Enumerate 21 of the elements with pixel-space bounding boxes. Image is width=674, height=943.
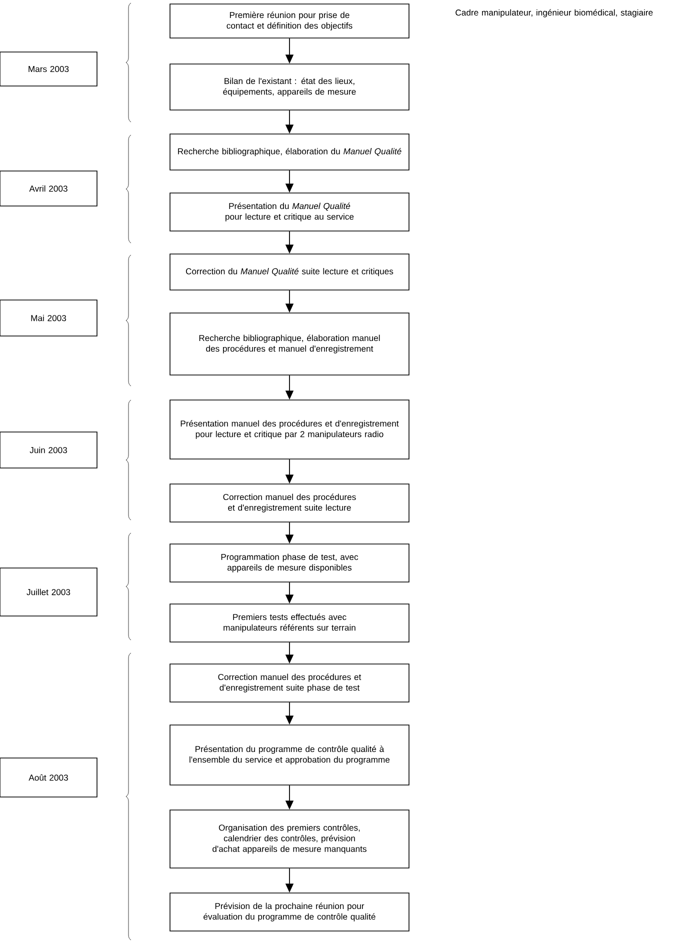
process-box: Présentation du programme de contrôle qualité à l'ensemble du service et approbation du programme — [170, 724, 410, 786]
month-box: Juin 2003 — [0, 432, 98, 468]
process-box: Programmation phase de test, avec appareils de mesure disponibles — [170, 544, 410, 582]
process-box: Organisation des premiers contrôles, calendrier des contrôles, prévision d'achat appareils de mesure manquants — [170, 810, 410, 868]
process-box: Premiers tests effectués avec manipulateurs référents sur terrain — [170, 604, 410, 642]
process-box: Correction manuel des procédures et d'enregistrement suite lecture — [170, 484, 410, 522]
process-box: Première réunion pour prise de contact et définition des objectifs — [170, 4, 410, 38]
process-box: Recherche bibliographique, élaboration du Manuel Qualité — [170, 134, 410, 170]
note-text: Cadre manipulateur, ingénieur biomédical, stagiaire — [456, 9, 653, 18]
process-box: Correction du Manuel Qualité suite lecture et critiques — [170, 254, 410, 290]
process-box: Prévision de la prochaine réunion pour évaluation du programme de contrôle qualité — [170, 892, 410, 932]
month-box: Août 2003 — [0, 758, 98, 798]
process-box: Recherche bibliographique, élaboration manuel des procédures et manuel d'enregistrement — [170, 312, 410, 376]
process-box: Présentation manuel des procédures et d'enregistrement pour lecture et critique par 2 manipulateurs radio — [170, 400, 410, 460]
process-box: Correction manuel des procédures et d'enregistrement suite phase de test — [170, 664, 410, 702]
month-box: Mars 2003 — [0, 52, 98, 86]
process-box: Présentation du Manuel Qualité pour lecture et critique au service — [170, 192, 410, 232]
process-box: Bilan de l'existant : état des lieux, équipements, appareils de mesure — [170, 64, 410, 110]
month-box: Juillet 2003 — [0, 568, 98, 616]
month-box: Avril 2003 — [0, 170, 98, 206]
month-box: Mai 2003 — [0, 300, 98, 336]
